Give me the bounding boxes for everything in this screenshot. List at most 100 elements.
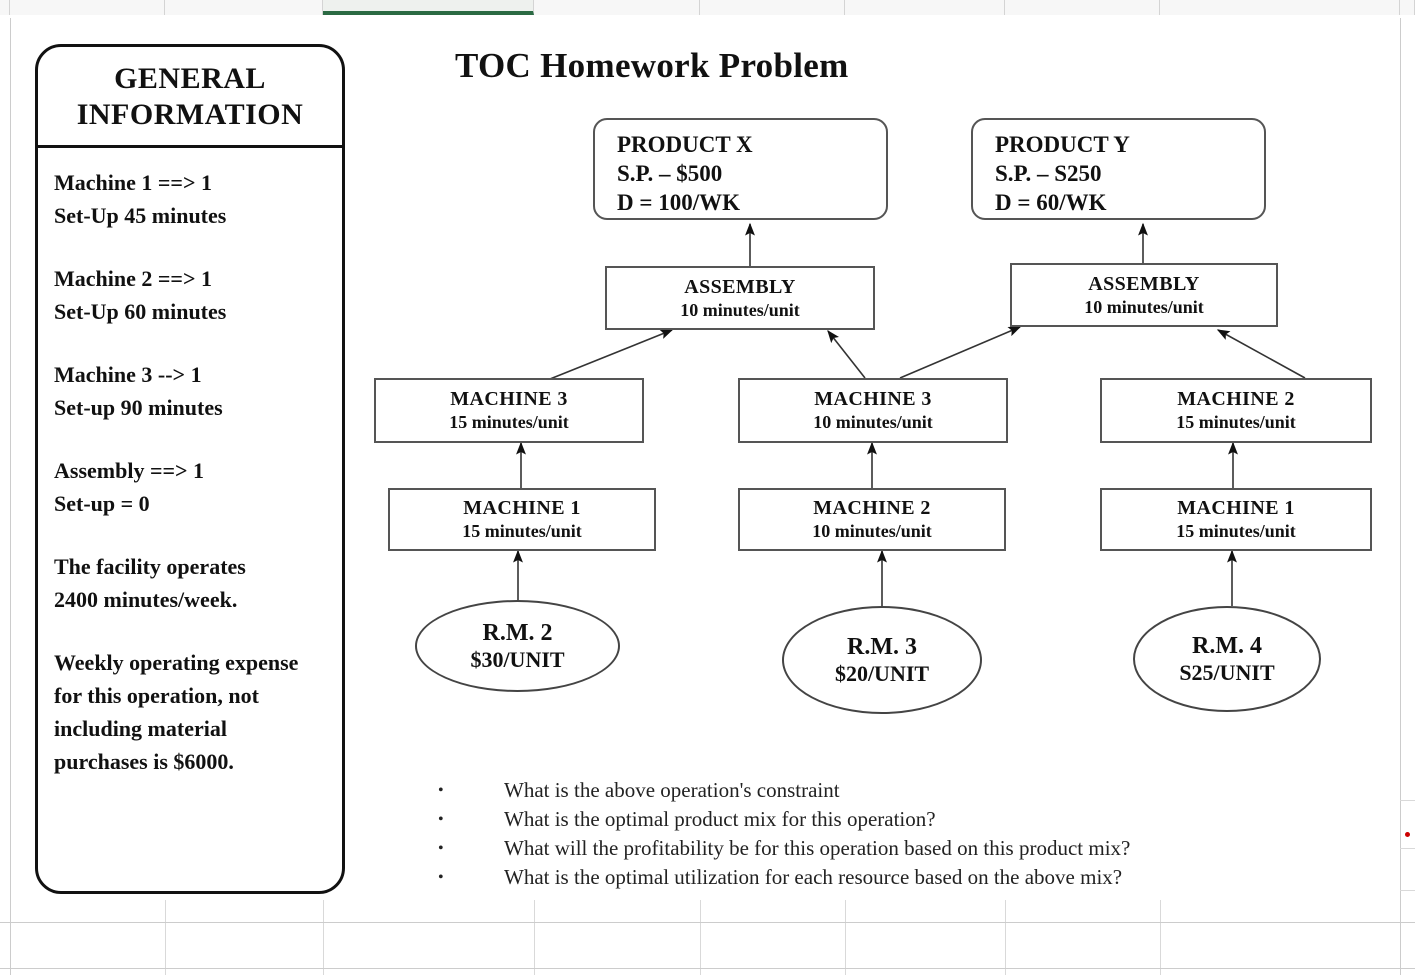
question-text: What is the optimal product mix for this…: [504, 807, 936, 831]
gridline-vertical: [700, 900, 701, 975]
bullet-icon: •: [438, 840, 444, 857]
question-text: What is the optimal utilization for each…: [504, 865, 1123, 889]
info-paragraph: Weekly operating expense for this operat…: [54, 650, 299, 774]
info-block-machine2: Machine 2 ==> 1 Set-Up 60 minutes: [54, 262, 326, 328]
raw-material-2-cost: $30/UNIT: [470, 647, 565, 672]
node-machine-3-left[interactable]: MACHINE 3 15 minutes/unit: [374, 378, 644, 443]
general-information-title: GENERAL INFORMATION: [38, 47, 342, 143]
column-header-h[interactable]: [1005, 0, 1160, 15]
raw-material-4-cost: S25/UNIT: [1179, 660, 1275, 685]
machine-3-middle-rate: 10 minutes/unit: [813, 412, 933, 432]
product-y-name: PRODUCT Y: [995, 132, 1130, 157]
product-x-selling-price: S.P. – $500: [617, 161, 723, 186]
info-line: Machine 1 ==> 1: [54, 170, 212, 195]
node-assembly-y[interactable]: ASSEMBLY 10 minutes/unit: [1010, 263, 1278, 327]
column-header-b[interactable]: [10, 0, 165, 15]
edge-m2c-to-assembly2: [1216, 329, 1306, 379]
question-item: • What is the above operation's constrai…: [430, 776, 1360, 805]
info-block-machine3: Machine 3 --> 1 Set-up 90 minutes: [54, 358, 326, 424]
info-line: The facility operates: [54, 554, 246, 579]
node-product-y[interactable]: PRODUCT Y S.P. – S250 D = 60/WK: [971, 118, 1266, 220]
bullet-icon: •: [438, 811, 444, 828]
machine-2-right-title: MACHINE 2: [1177, 388, 1295, 410]
machine-2-right-rate: 15 minutes/unit: [1176, 412, 1296, 432]
assembly-y-title: ASSEMBLY: [1088, 272, 1200, 295]
gridline-vertical: [845, 900, 846, 975]
gridline-horizontal: [0, 968, 1415, 969]
node-raw-material-4[interactable]: R.M. 4 S25/UNIT: [1133, 606, 1321, 712]
node-machine-1-left[interactable]: MACHINE 1 15 minutes/unit: [388, 488, 656, 551]
title-divider: [38, 145, 342, 148]
product-y-selling-price: S.P. – S250: [995, 161, 1102, 186]
product-x-name: PRODUCT X: [617, 132, 753, 157]
info-line: Set-Up 60 minutes: [54, 299, 227, 324]
machine-2-middle-rate: 10 minutes/unit: [812, 521, 932, 541]
edge-m3b-to-assembly1: [827, 329, 866, 379]
info-block-facility-hours: The facility operates 2400 minutes/week.: [54, 550, 326, 616]
raw-material-3-title: R.M. 3: [847, 634, 917, 660]
machine-3-left-rate: 15 minutes/unit: [449, 412, 569, 432]
assembly-x-rate: 10 minutes/unit: [680, 299, 800, 320]
cell-comment-marker[interactable]: [1405, 832, 1410, 837]
column-header-strip[interactable]: [0, 0, 1415, 15]
gridline-horizontal: [1400, 800, 1415, 801]
question-item: • What is the optimal product mix for th…: [430, 805, 1360, 834]
info-line: Set-Up 45 minutes: [54, 203, 227, 228]
gridline-vertical: [165, 900, 166, 975]
info-block-assembly: Assembly ==> 1 Set-up = 0: [54, 454, 326, 520]
info-line: Set-up = 0: [54, 491, 150, 516]
node-machine-2-right[interactable]: MACHINE 2 15 minutes/unit: [1100, 378, 1372, 443]
gridline-vertical: [534, 900, 535, 975]
column-header-d-selected[interactable]: [323, 0, 534, 15]
machine-1-right-rate: 15 minutes/unit: [1176, 521, 1296, 541]
node-raw-material-2[interactable]: R.M. 2 $30/UNIT: [415, 600, 620, 692]
node-raw-material-3[interactable]: R.M. 3 $20/UNIT: [782, 606, 982, 714]
questions-list: • What is the above operation's constrai…: [430, 776, 1360, 892]
node-product-x[interactable]: PRODUCT X S.P. – $500 D = 100/WK: [593, 118, 888, 220]
general-information-title-line2: INFORMATION: [76, 98, 304, 131]
product-x-demand: D = 100/WK: [617, 190, 740, 215]
info-line: 2400 minutes/week.: [54, 587, 238, 612]
machine-1-left-rate: 15 minutes/unit: [462, 521, 582, 541]
info-line: Assembly ==> 1: [54, 458, 205, 483]
raw-material-2-title: R.M. 2: [482, 620, 553, 646]
gridline-horizontal: [1400, 848, 1415, 849]
column-header-f[interactable]: [700, 0, 845, 15]
machine-1-right-title: MACHINE 1: [1177, 497, 1295, 519]
column-header-c[interactable]: [165, 0, 323, 15]
column-header-i[interactable]: [1160, 0, 1400, 15]
info-block-machine1: Machine 1 ==> 1 Set-Up 45 minutes: [54, 166, 326, 232]
general-information-body: Machine 1 ==> 1 Set-Up 45 minutes Machin…: [38, 148, 342, 778]
column-header-g[interactable]: [845, 0, 1005, 15]
edge-m3a-to-assembly1: [544, 329, 674, 382]
gridline-vertical: [1400, 18, 1401, 975]
edge-m3b-to-assembly2: [899, 326, 1022, 379]
gridline-horizontal: [1400, 890, 1415, 891]
assembly-x-title: ASSEMBLY: [684, 275, 796, 298]
bullet-icon: •: [438, 869, 444, 886]
product-y-demand: D = 60/WK: [995, 190, 1107, 215]
column-header-e[interactable]: [534, 0, 700, 15]
node-assembly-x[interactable]: ASSEMBLY 10 minutes/unit: [605, 266, 875, 330]
assembly-y-rate: 10 minutes/unit: [1084, 296, 1204, 317]
info-block-operating-expense: Weekly operating expense for this operat…: [54, 646, 326, 778]
gridline-vertical: [1160, 900, 1161, 975]
machine-3-left-title: MACHINE 3: [450, 388, 568, 410]
column-header-a[interactable]: [0, 0, 10, 15]
gridline-horizontal: [0, 922, 1415, 923]
question-item: • What is the optimal utilization for ea…: [430, 863, 1360, 892]
raw-material-3-cost: $20/UNIT: [834, 661, 930, 686]
node-machine-2-middle[interactable]: MACHINE 2 10 minutes/unit: [738, 488, 1006, 551]
question-item: • What will the profitability be for thi…: [430, 834, 1360, 863]
machine-2-middle-title: MACHINE 2: [813, 497, 931, 519]
machine-3-middle-title: MACHINE 3: [814, 388, 932, 410]
node-machine-3-middle[interactable]: MACHINE 3 10 minutes/unit: [738, 378, 1008, 443]
gridline-vertical: [323, 900, 324, 975]
general-information-title-line1: GENERAL: [114, 62, 266, 95]
info-line: Machine 2 ==> 1: [54, 266, 212, 291]
node-machine-1-right[interactable]: MACHINE 1 15 minutes/unit: [1100, 488, 1372, 551]
gridline-vertical: [10, 18, 11, 975]
bullet-icon: •: [438, 782, 444, 799]
machine-1-left-title: MACHINE 1: [463, 497, 581, 519]
raw-material-4-title: R.M. 4: [1192, 633, 1262, 659]
